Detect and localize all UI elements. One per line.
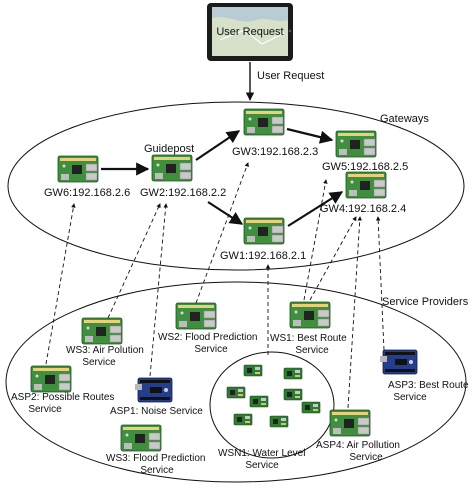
asp4-to-gw4-arrow: [347, 216, 363, 409]
gw3-to-gw5-arrow: [286, 127, 334, 144]
sensor-node-icon: [233, 413, 253, 426]
asp4-label-line1: ASP4: Air Pollution: [316, 440, 400, 451]
ws3-flood-label-line1: WS3: Flood Prediction: [106, 453, 206, 464]
ws3-air-board-icon: [81, 317, 123, 345]
gw5-board-icon: [335, 130, 377, 158]
tablet-text: User Request: [216, 26, 283, 38]
gateway-ellipse: [7, 101, 465, 271]
sensor-node-icon: [283, 388, 303, 401]
ws1-route-to-gw4-arrow: [309, 216, 357, 301]
gw2-label: GW2:192.168.2.2: [140, 187, 226, 199]
sensor-node-icon: [226, 386, 246, 399]
asp2-to-gw6-arrow: [45, 203, 76, 365]
tablet-icon: [207, 3, 293, 61]
ws3-air-label-line2: Service: [82, 357, 116, 368]
service-providers-label: Service Providers: [382, 296, 469, 308]
asp3-to-gw4-arrow: [375, 216, 385, 351]
ws1-route-to-gw5-arrow: [303, 179, 328, 301]
ws3-flood-board-icon: [120, 424, 162, 452]
ws3-flood-label-line2: Service: [140, 465, 174, 476]
asp1-label: ASP1: Noise Service: [110, 406, 203, 417]
service-providers-ellipse: [5, 281, 467, 483]
ws2-flood-board-icon: [175, 302, 217, 330]
sensor-node-icon: [243, 364, 263, 377]
ws2-flood-label-line2: Service: [194, 344, 228, 355]
asp2-label-line2: Service: [28, 404, 62, 415]
gw1-label: GW1:192.168.2.1: [220, 250, 306, 262]
gw3-board-icon: [243, 108, 285, 136]
guidepost-label: Guidepost: [144, 143, 194, 155]
sensor-node-icon: [301, 401, 321, 414]
wsn1-label-line1: WSN1: Water Level: [218, 448, 305, 459]
gw3-label: GW3:192.168.2.3: [232, 146, 318, 158]
sensor-node-icon: [283, 367, 303, 380]
asp2-label-line1: ASP2: Possible Routes: [11, 392, 114, 403]
gw2-board-icon: [151, 154, 193, 182]
gw4-board-icon: [345, 171, 387, 199]
gw2-to-gw1-arrow: [207, 201, 244, 225]
registration-arrows: [45, 162, 385, 409]
sensor-node-icon: [269, 415, 289, 428]
wsn-ellipse: [209, 351, 335, 459]
gateways-label: Gateways: [380, 113, 429, 125]
gw2-to-gw3-arrow: [195, 130, 241, 161]
gw6-board-icon: [57, 155, 99, 183]
gw6-label: GW6:192.168.2.6: [44, 187, 130, 199]
asp1-to-gw2-arrow: [149, 203, 168, 377]
asp4-board-icon: [329, 409, 371, 437]
ws3-air-label-line1: WS3: Air Polution: [66, 345, 144, 356]
ws2-flood-label-line1: WS2: Flood Prediction: [158, 332, 258, 343]
asp1-board-icon: [134, 377, 173, 403]
asp4-label-line2: Service: [349, 452, 383, 463]
gw1-to-gw4-arrow: [287, 191, 344, 227]
asp3-label-line2: Service: [393, 392, 427, 403]
gw1-board-icon: [243, 217, 285, 245]
sensor-node-icon: [249, 395, 269, 408]
gw5-label: GW5:192.168.2.5: [322, 161, 408, 173]
ws2-flood-to-gw3-arrow: [195, 162, 249, 304]
ws1-route-label-line1: WS1: Best Route: [270, 333, 347, 344]
asp3-label-line1: ASP3: Best Route: [388, 380, 469, 391]
asp2-board-icon: [30, 365, 72, 393]
wsn1-label-line2: Service: [245, 460, 279, 471]
gw4-label: GW4:192.168.2.4: [320, 203, 406, 215]
ws1-route-label-line2: Service: [295, 345, 329, 356]
asp3-board-icon: [379, 349, 418, 375]
user-request-label: User Request: [257, 70, 324, 82]
ws1-route-board-icon: [289, 301, 331, 329]
